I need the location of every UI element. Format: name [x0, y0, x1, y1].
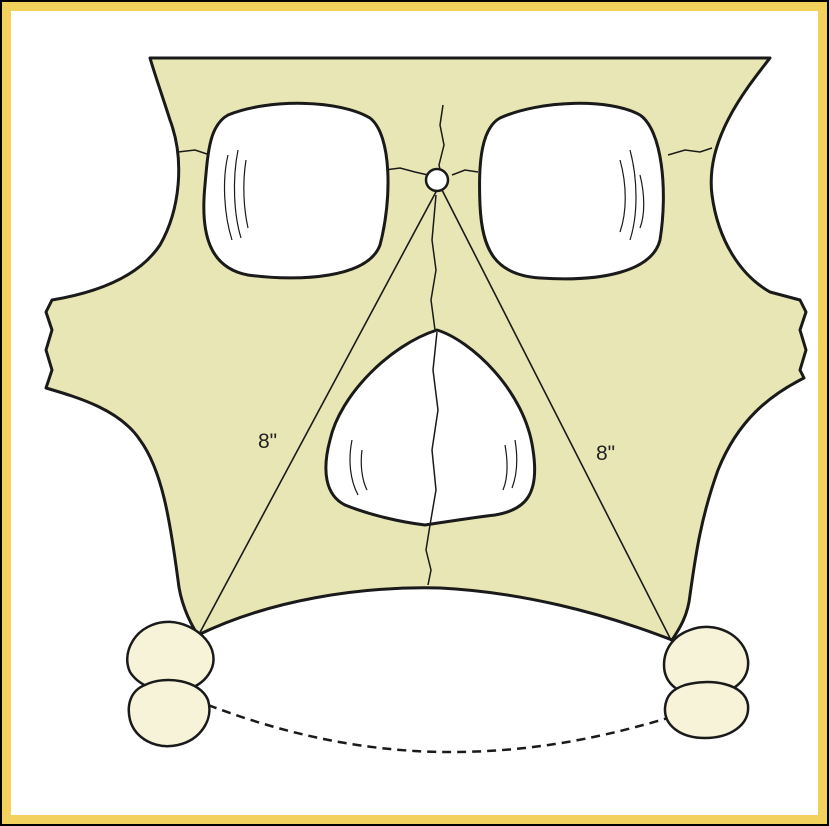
left-eye-socket	[204, 103, 388, 278]
jaw-dashed-outline	[208, 705, 668, 752]
right-molar-lower	[665, 682, 748, 738]
right-measure-label: 8"	[596, 442, 615, 465]
left-molar-lower	[129, 680, 210, 746]
left-measure-label: 8"	[258, 430, 277, 453]
nasion-point	[426, 169, 448, 191]
